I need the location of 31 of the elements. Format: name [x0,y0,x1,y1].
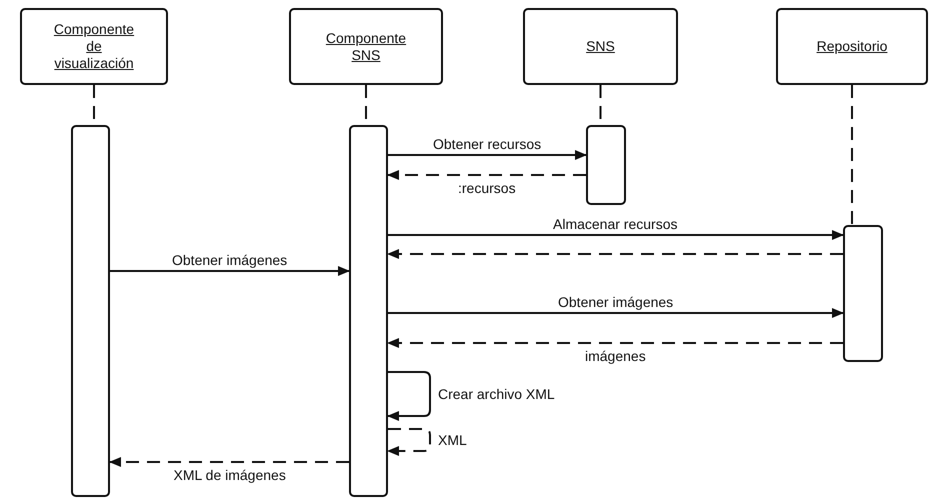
lifeline-name: SNS [585,38,616,55]
message-arrow [110,266,350,276]
activation-bar [71,125,110,497]
activation-bar [843,225,883,362]
activation-bar [586,125,626,205]
lifeline-header [776,8,928,85]
edge-label: Crear archivo XML [436,386,557,402]
lifeline-header [523,8,678,85]
return-message-arrow [109,457,349,467]
return-message-arrow [387,338,843,348]
lifeline-name: Componente de visualización [52,21,136,72]
self-message-arrow [387,371,431,421]
message-arrow [388,230,844,240]
return-message-arrow [387,249,843,259]
lifeline-name: Repositorio [816,38,888,55]
edge-label: Almacenar recursos [551,216,680,232]
return-message-arrow [387,170,586,180]
edge-label: Obtener recursos [431,136,544,152]
lifeline-header [20,8,168,85]
edge-label: imágenes [583,348,648,364]
activation-bar [349,125,388,497]
edge-label: Obtener imágenes [170,252,290,268]
self-message-arrow [387,428,431,456]
message-arrow [388,308,844,318]
edge-label: Obtener imágenes [556,294,676,310]
edge-label: XML de imágenes [172,467,288,483]
lifeline-name: Componente SNS [324,30,408,64]
message-arrow [388,150,587,160]
edge-label: XML [436,432,469,448]
lifeline [851,85,853,225]
lifeline-header [289,8,443,85]
